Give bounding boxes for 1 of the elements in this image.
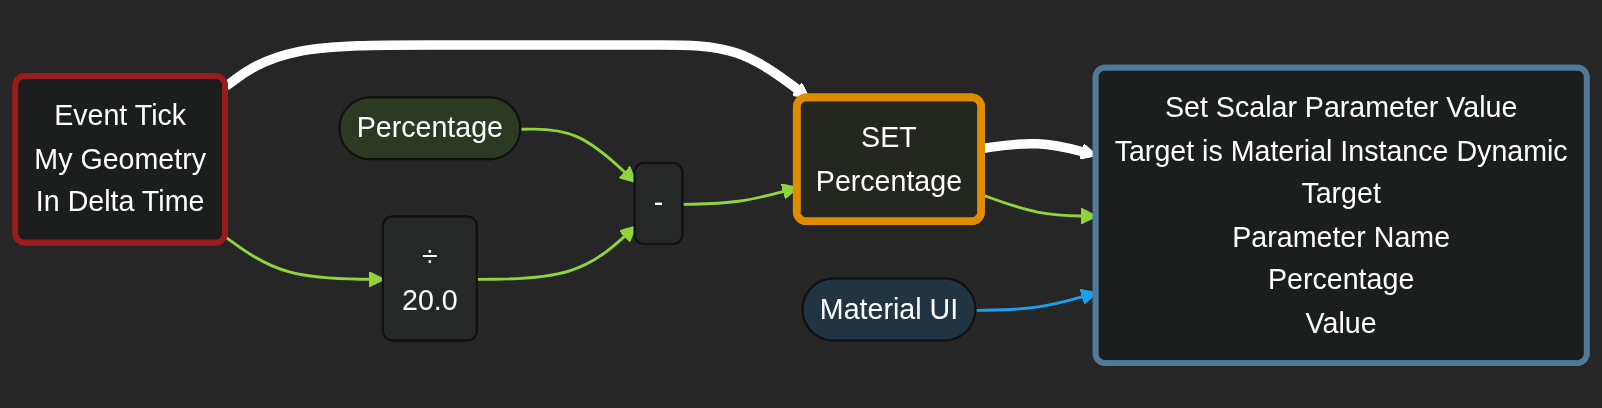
diagram: Event Tick My Geometry In Delta Time Percentage ÷ 20.0 - SET Percentage Material UI Set Scalar Parameter Value Target is Material Instance Dynamic Target Parameter Name Percentage Value: [0, 0, 1602, 408]
